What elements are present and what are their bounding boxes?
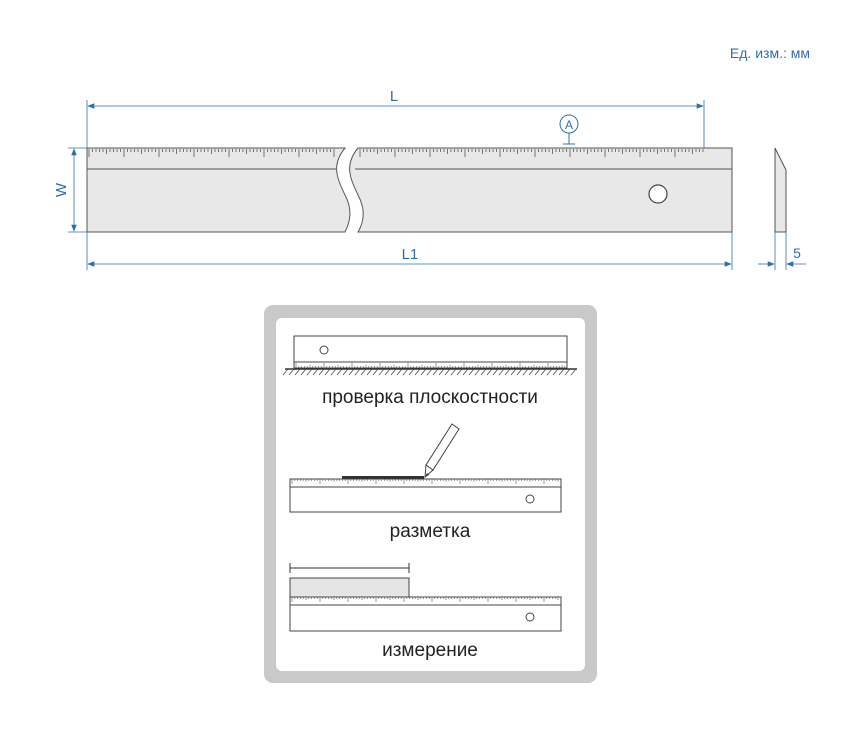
unit-label: Ед. изм.: мм [729, 45, 810, 61]
dimension-L: L [86, 88, 705, 148]
ruler-body-left [86, 147, 351, 233]
marked-line [342, 476, 424, 479]
side-view [774, 147, 787, 233]
usage-flatness: проверка плоскостности [282, 335, 577, 408]
dimension-L1: L1 [86, 232, 733, 270]
caption-measuring: измерение [382, 640, 478, 661]
measuring-ruler [289, 596, 562, 632]
measured-object [289, 577, 410, 598]
caption-flatness: проверка плоскостности [322, 387, 538, 408]
usage-measuring: измерение [289, 563, 562, 661]
dimension-thickness: 5 [758, 232, 806, 270]
ruler-body-right [349, 147, 733, 233]
caption-marking: разметка [390, 521, 471, 542]
detail-marker-A: A [559, 114, 579, 145]
main-ruler [86, 147, 733, 233]
scale-ticks [88, 149, 704, 157]
dimension-L-label: L [390, 88, 398, 105]
marking-ruler [289, 478, 562, 513]
flatness-ruler-hole [319, 345, 329, 355]
measuring-ruler-hole [525, 612, 535, 622]
dimension-L1-label: L1 [402, 246, 419, 263]
flatness-ruler [293, 335, 568, 369]
dimension-thickness-label: 5 [793, 245, 801, 261]
pencil-icon [424, 423, 460, 479]
usage-marking: разметка [289, 423, 562, 542]
detail-marker-label: A [565, 118, 573, 132]
dimension-W: W [53, 147, 87, 233]
hanging-hole [648, 184, 668, 204]
marking-ruler-hole [525, 494, 535, 504]
surface-hatching [282, 368, 577, 376]
dimension-W-label: W [53, 182, 70, 197]
